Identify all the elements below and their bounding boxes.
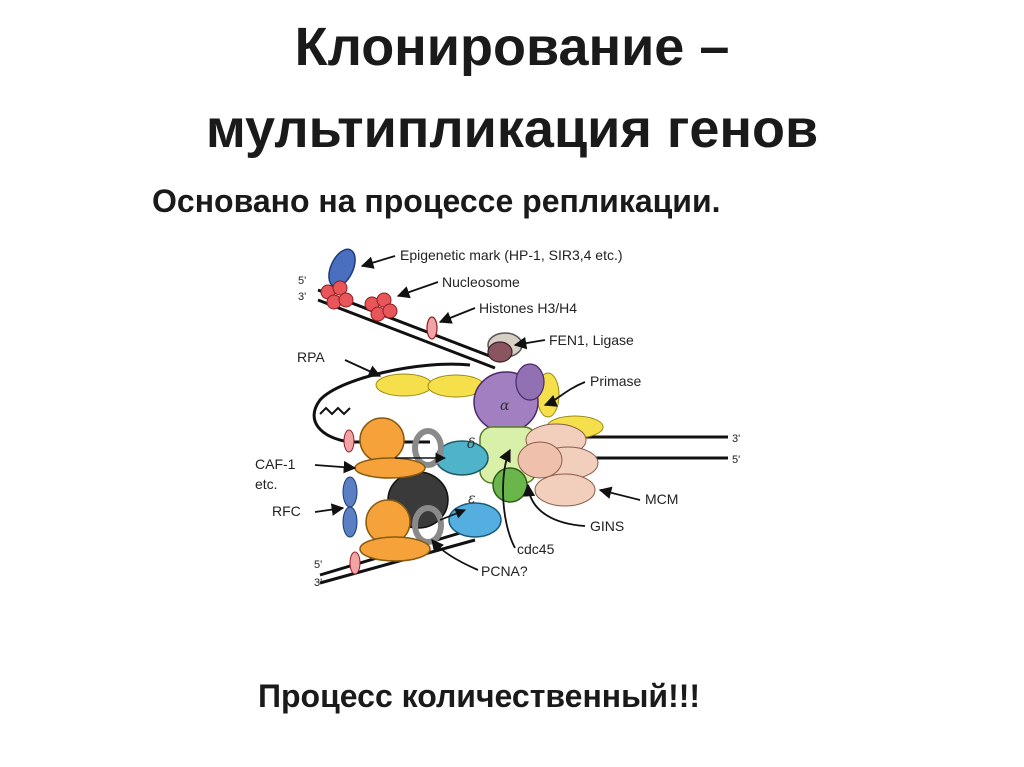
- pcna-ring-top: [412, 428, 444, 468]
- pcna-ring-bottom: [412, 505, 444, 545]
- slide-footer: Процесс количественный!!!: [258, 678, 701, 714]
- mcm-label: MCM: [645, 491, 678, 507]
- slide-title-line-1: Клонирование –: [294, 17, 730, 77]
- pol-epsilon: [448, 502, 502, 538]
- caf1-label: CAF-1: [255, 456, 296, 472]
- rfc-subunit-a: [342, 476, 358, 508]
- right-3-prime: 3': [732, 433, 740, 445]
- rfc-subunit-b: [342, 506, 358, 538]
- synthesis-arrow-bottom: [439, 508, 466, 521]
- top-left-3-prime: 3': [298, 291, 306, 303]
- nucleosome-right: [364, 292, 398, 322]
- leading-daughter-strand-b: [317, 298, 496, 370]
- delta-label: δ: [467, 436, 475, 452]
- top-left-5-prime: 5': [298, 275, 306, 287]
- pcna-label: PCNA?: [481, 563, 528, 579]
- epigenetic-mark-label: Epigenetic mark (HP-1, SIR3,4 etc.): [400, 247, 623, 263]
- rfc-complex-bottom: [359, 499, 431, 562]
- bottom-left-3-prime: 3': [314, 577, 322, 589]
- nucleosome-left: [320, 280, 354, 310]
- rfc-label: RFC: [272, 503, 301, 519]
- caf1-complex-top: [354, 417, 426, 479]
- cdc45-shape: [492, 467, 528, 503]
- cdc45-label: cdc45: [517, 541, 555, 557]
- primase-subunit: [515, 363, 545, 401]
- ligase-shape: [487, 341, 513, 363]
- slide-title-line-2: мультипликация генов: [205, 99, 819, 159]
- nucleosome-label: Nucleosome: [442, 274, 520, 290]
- histone-lagging-bottom: [349, 551, 361, 575]
- gins-label: GINS: [590, 518, 624, 534]
- fen1-ligase-label: FEN1, Ligase: [549, 332, 634, 348]
- histone-h3h4-top: [426, 316, 438, 340]
- okazaki-primer-zigzag: [319, 406, 351, 416]
- histone-lagging-top: [343, 429, 355, 453]
- slide-subtitle: Основано на процессе репликации.: [152, 183, 721, 219]
- caf1-etc-label: etc.: [255, 476, 278, 492]
- alpha-label: α: [500, 398, 510, 414]
- lagging-strand-loop: [312, 362, 471, 444]
- mcm-helicase: [517, 423, 599, 507]
- bottom-left-5-prime: 5': [314, 559, 322, 571]
- histones-label: Histones H3/H4: [479, 300, 577, 316]
- epsilon-label: ε: [468, 491, 476, 507]
- rpa-label: RPA: [297, 349, 325, 365]
- right-5-prime: 5': [732, 454, 740, 466]
- primase-label: Primase: [590, 373, 642, 389]
- callout-arrows: [314, 255, 641, 571]
